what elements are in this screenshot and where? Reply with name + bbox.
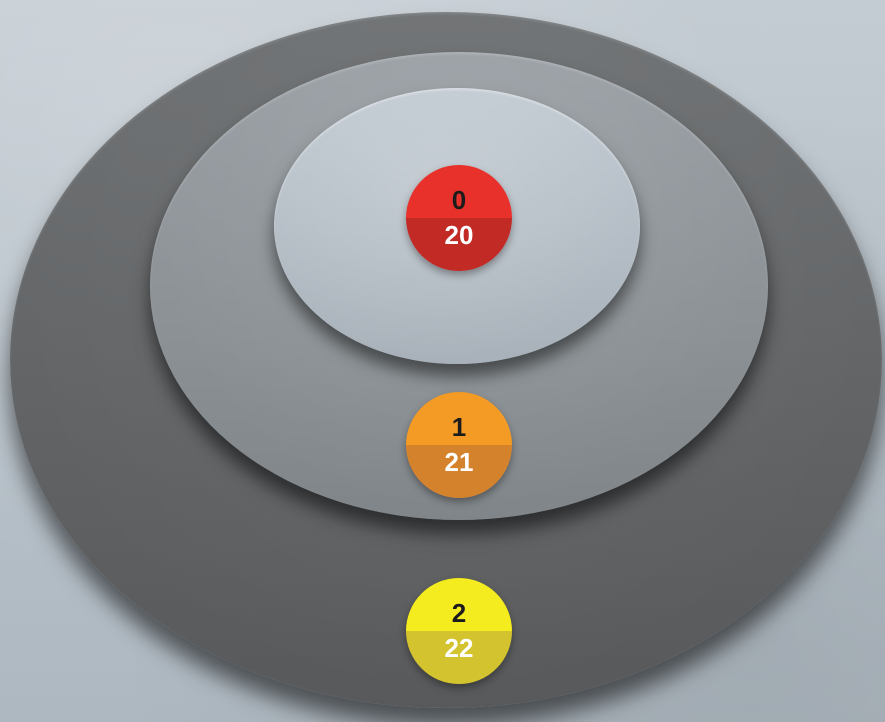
- ring-2-index-label: 2: [406, 578, 512, 631]
- ring-0-badge: 0 20: [406, 165, 512, 271]
- ring-1-badge: 1 21: [406, 392, 512, 498]
- ring-2-value-label: 22: [406, 631, 512, 684]
- ring-1-index-label: 1: [406, 392, 512, 445]
- ring-1-value-label: 21: [406, 445, 512, 498]
- ring-0-index-label: 0: [406, 165, 512, 218]
- ring-2-badge: 2 22: [406, 578, 512, 684]
- ring-0-value-label: 20: [406, 218, 512, 271]
